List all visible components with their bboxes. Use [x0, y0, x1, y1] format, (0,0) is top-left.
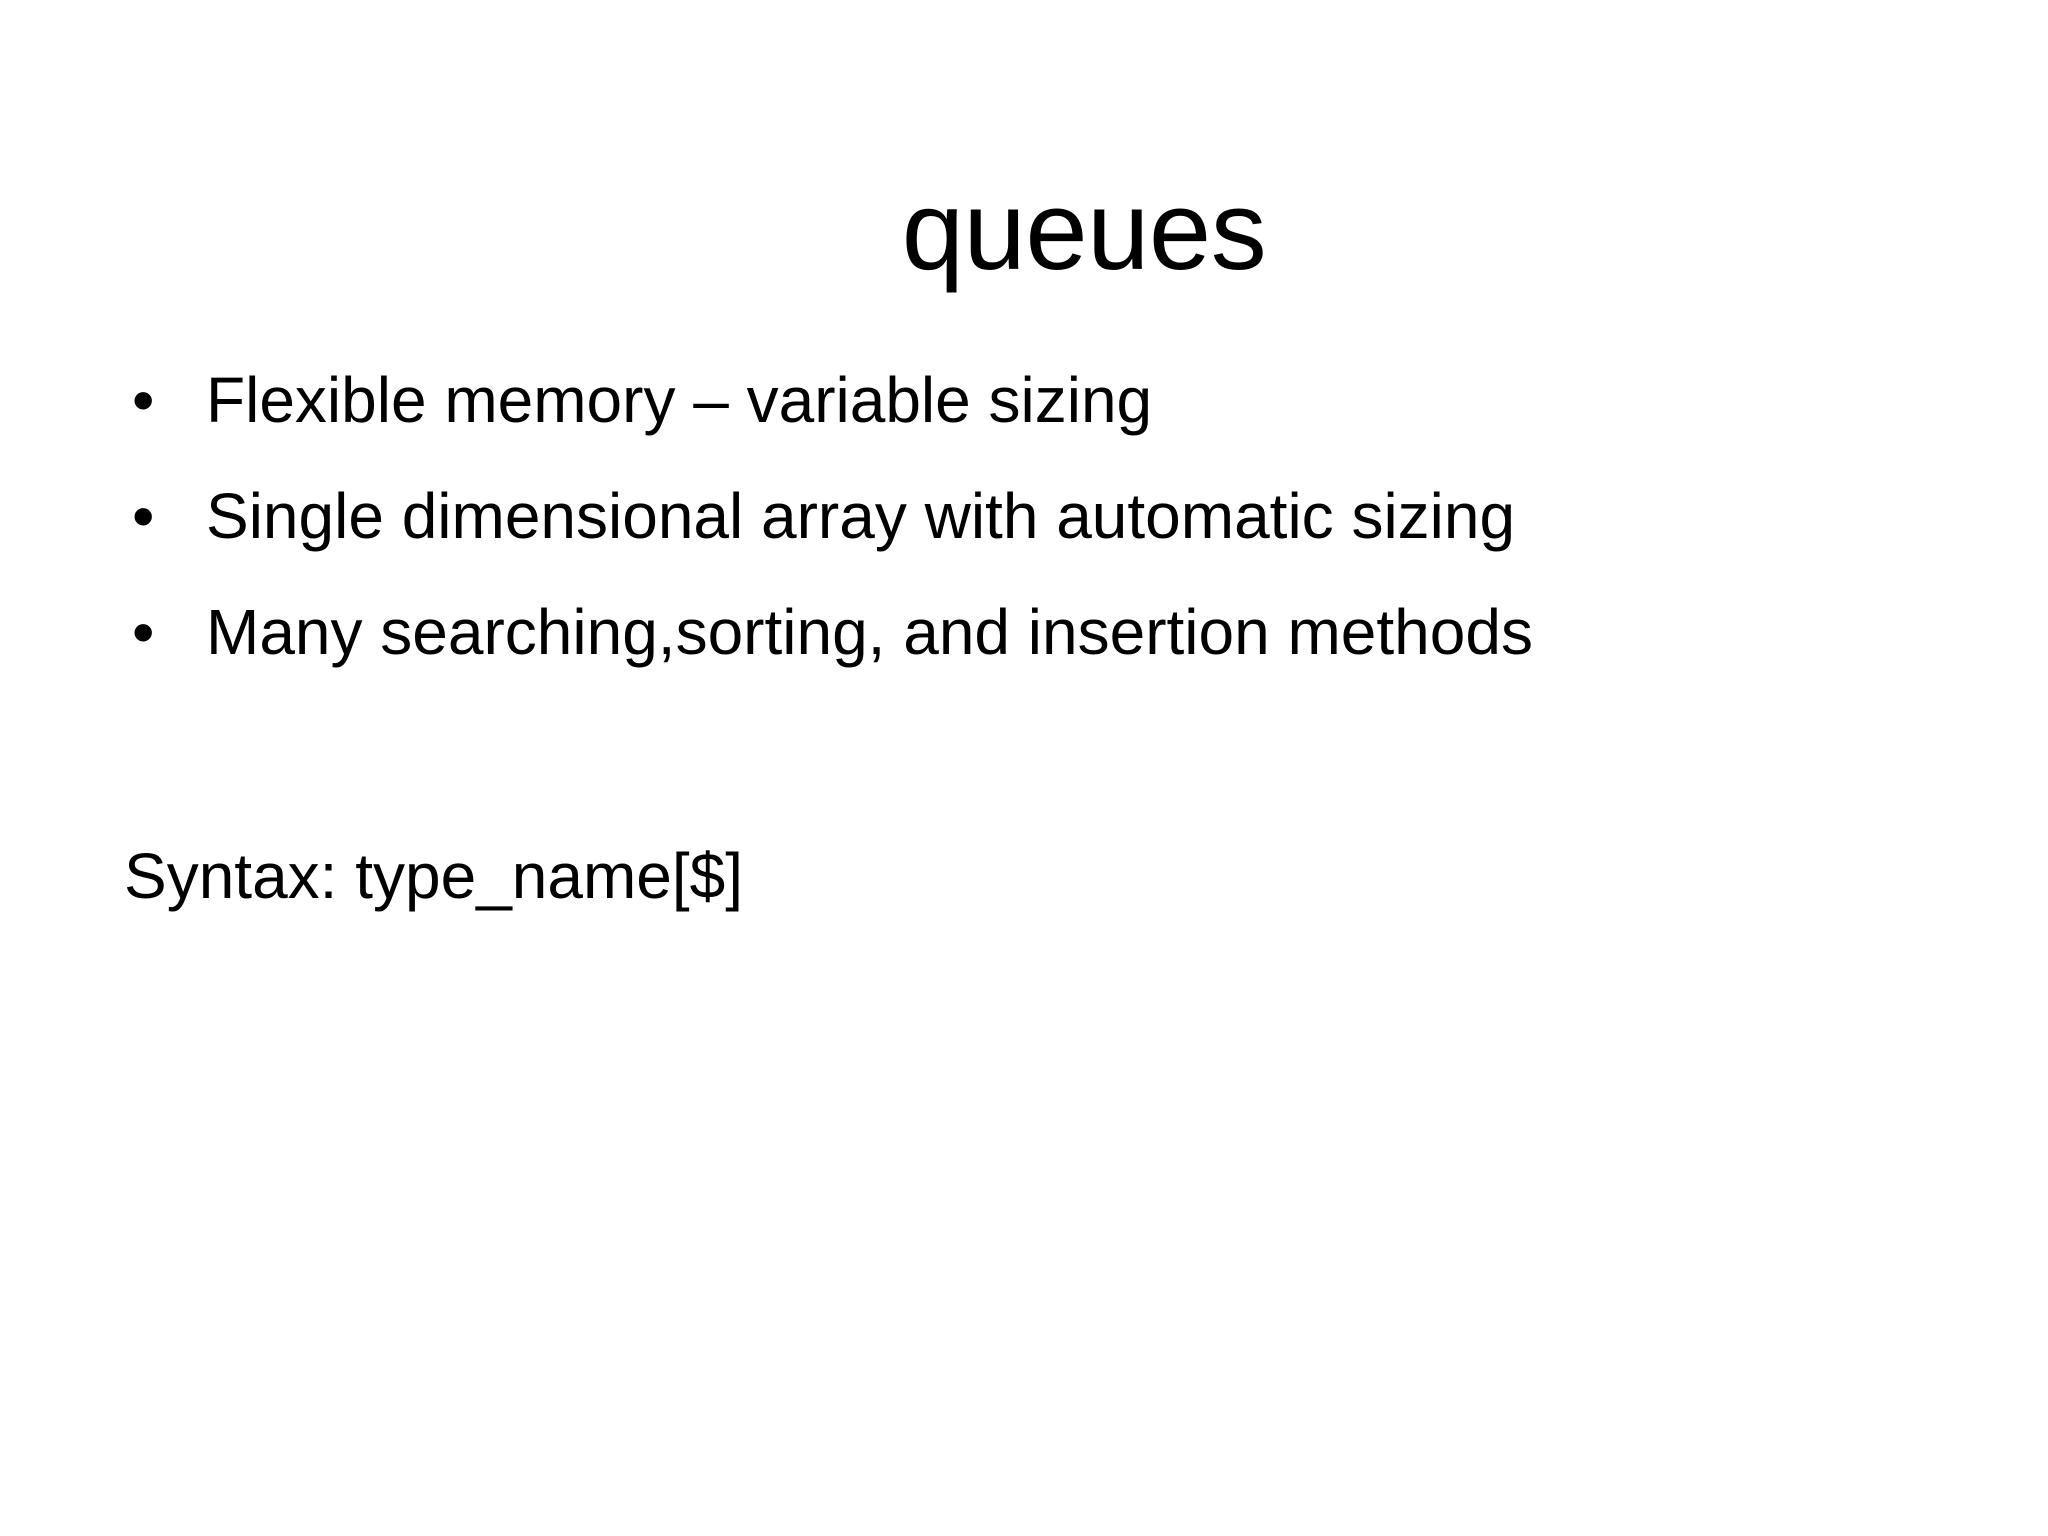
list-item-label: Single dimensional array with automatic … [206, 479, 1516, 552]
list-item-label: Many searching,sorting, and insertion me… [206, 595, 1533, 668]
bullet-point-icon: • [132, 364, 155, 436]
slide-title-placeholder: queues [160, 96, 1888, 367]
slide-body-placeholder: • Flexible memory – variable sizing • Si… [118, 360, 1968, 918]
list-item: • Flexible memory – variable sizing [118, 360, 1968, 442]
page-title: queues [901, 168, 1267, 294]
syntax-paragraph: Syntax: type_name[$] [118, 836, 1968, 918]
list-item: • Single dimensional array with automati… [118, 476, 1968, 558]
list-item-label: Flexible memory – variable sizing [206, 364, 1153, 436]
bullet-point-icon: • [132, 595, 155, 668]
blank-paragraph [118, 708, 1968, 836]
list-item: • Many searching,sorting, and insertion … [118, 592, 1968, 674]
syntax-label: Syntax: type_name[$] [124, 839, 744, 912]
bullet-point-icon: • [132, 479, 155, 552]
